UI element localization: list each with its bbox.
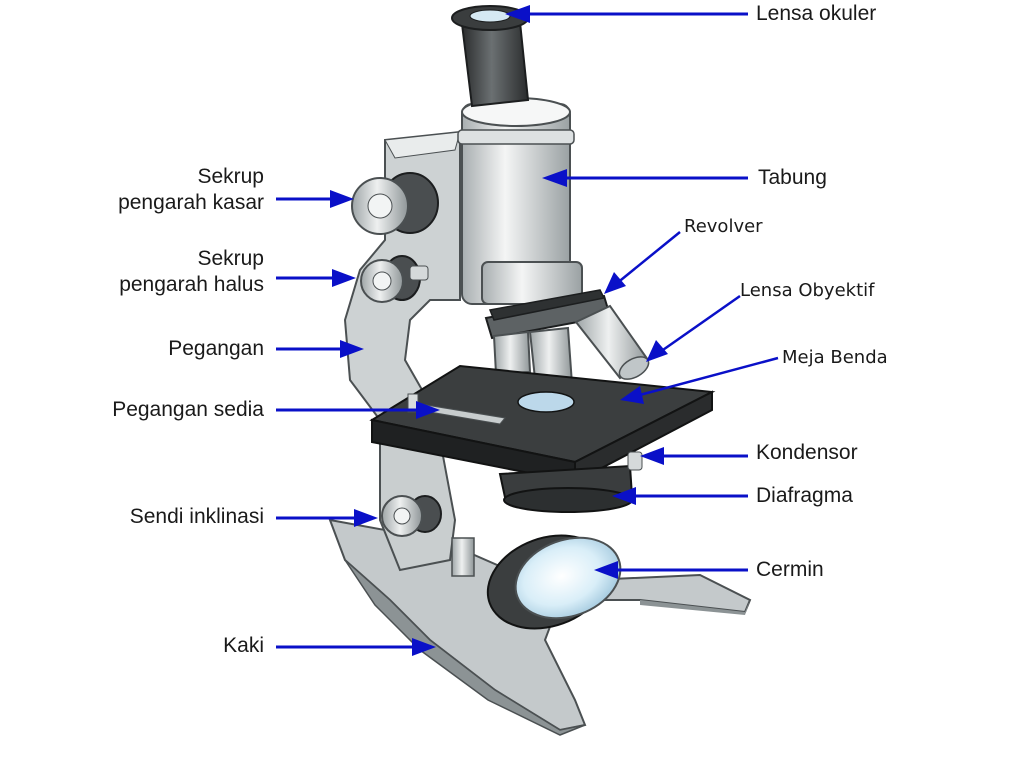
arrow-diafragma [612, 487, 748, 505]
arrow-pegangan-sedia [276, 401, 440, 419]
body-tube [457, 97, 583, 305]
eyepiece [451, 5, 530, 108]
label-sekrup-halus-line1: Sekrup [197, 247, 264, 270]
mirror [451, 534, 622, 630]
label-sekrup-kasar-line2: pengarah kasar [118, 191, 264, 214]
arrow-revolver [604, 231, 681, 294]
stage-table [369, 364, 716, 484]
objective-lenses [492, 304, 650, 393]
label-kaki: Kaki [223, 634, 264, 657]
arrow-kondensor [640, 447, 748, 465]
coarse-focus-knob [351, 172, 439, 235]
arrow-meja-benda [620, 356, 779, 404]
label-sekrup-halus-line2: pengarah halus [119, 273, 264, 296]
label-revolver: Revolver [684, 216, 763, 237]
condenser-diaphragm [498, 451, 643, 513]
label-lensa-okuler: Lensa okuler [756, 2, 877, 25]
arrow-tabung [542, 169, 748, 187]
label-tabung: Tabung [758, 166, 827, 189]
arrow-pegangan [276, 340, 364, 358]
inclination-joint [381, 495, 442, 537]
label-lensa-obyektif: Lensa Obyektif [740, 280, 875, 301]
label-pegangan-sedia: Pegangan sedia [112, 398, 264, 421]
arrow-sekrup-halus [276, 269, 356, 287]
arrow-kaki [276, 638, 436, 656]
arrow-lensa-obyektif [646, 294, 741, 362]
label-sekrup-pengarah-kasar: Sekrup pengarah kasar [40, 164, 264, 216]
arrow-sendi-inklinasi [276, 509, 378, 527]
arrow-sekrup-kasar [276, 190, 354, 208]
label-pegangan: Pegangan [168, 337, 264, 360]
label-meja-benda: Meja Benda [782, 347, 888, 368]
arrow-cermin [594, 561, 748, 579]
label-sekrup-kasar-line1: Sekrup [197, 165, 264, 188]
label-kondensor: Kondensor [756, 441, 858, 464]
label-cermin: Cermin [756, 558, 824, 581]
label-sekrup-pengarah-halus: Sekrup pengarah halus [40, 246, 264, 298]
label-sendi-inklinasi: Sendi inklinasi [129, 505, 264, 528]
arrows [276, 5, 779, 656]
arrow-lensa-okuler [505, 5, 748, 23]
label-diafragma: Diafragma [756, 484, 853, 507]
fine-focus-knob [360, 255, 429, 303]
